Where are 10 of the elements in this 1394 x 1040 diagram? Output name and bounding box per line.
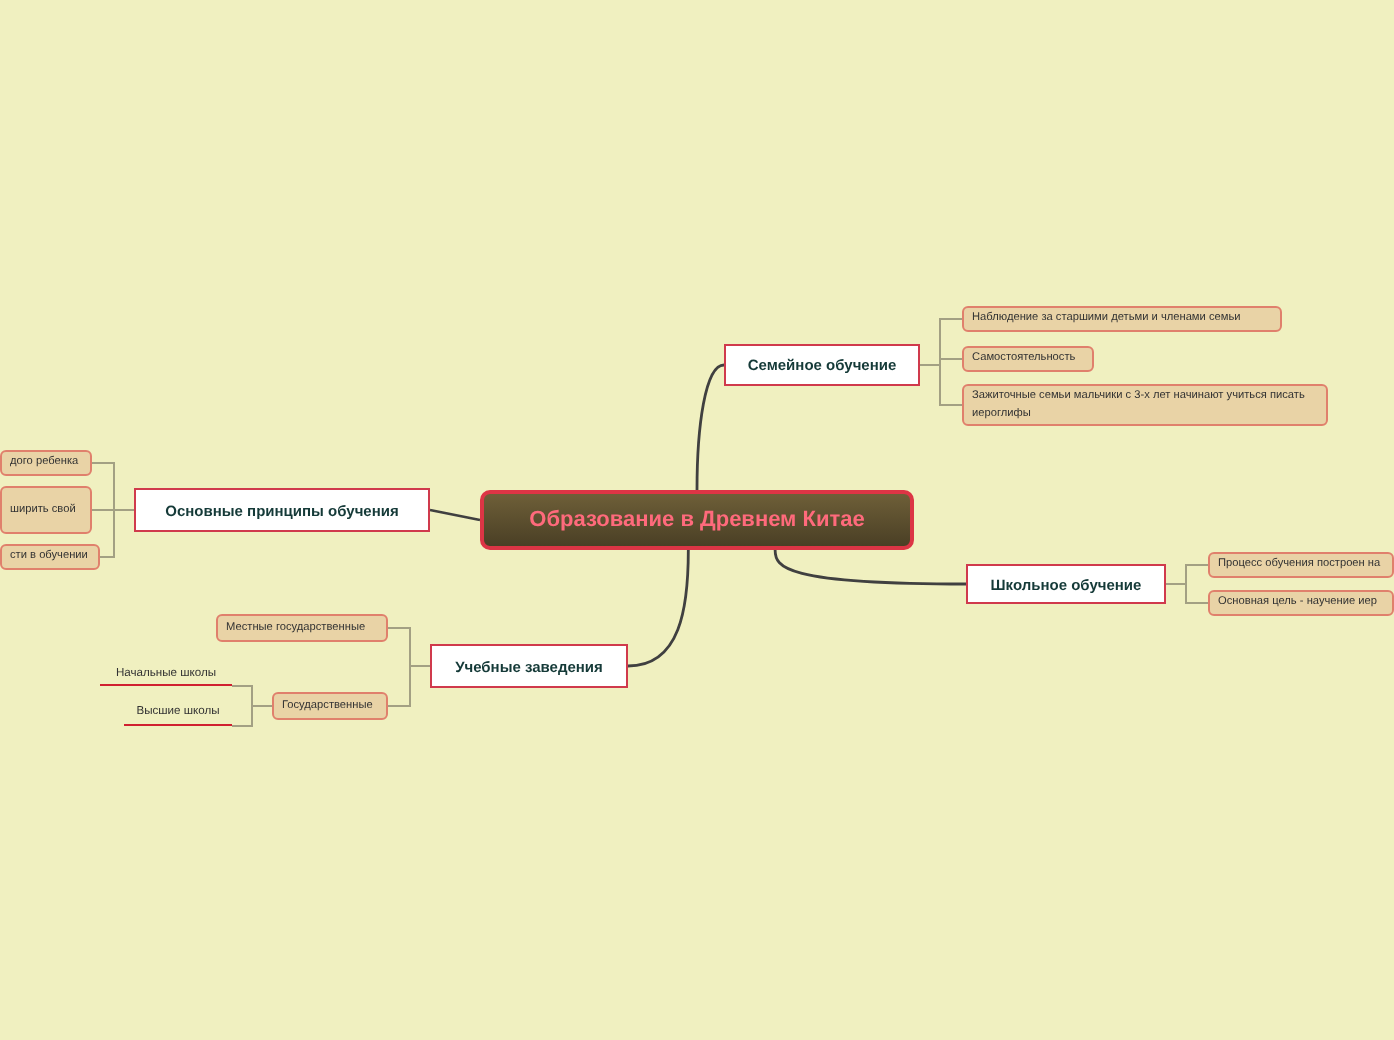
connector-line: [1165, 583, 1209, 604]
connector-line: [773, 549, 966, 586]
connector-line: [387, 665, 431, 707]
central-topic: Образование в Древнем Китае: [480, 490, 914, 550]
connector-line: [627, 550, 690, 668]
connector-line: [231, 705, 273, 727]
connector-line: [99, 509, 135, 558]
connector-line: [429, 508, 481, 522]
connector-line: [695, 363, 725, 490]
connector-line: [919, 364, 963, 406]
